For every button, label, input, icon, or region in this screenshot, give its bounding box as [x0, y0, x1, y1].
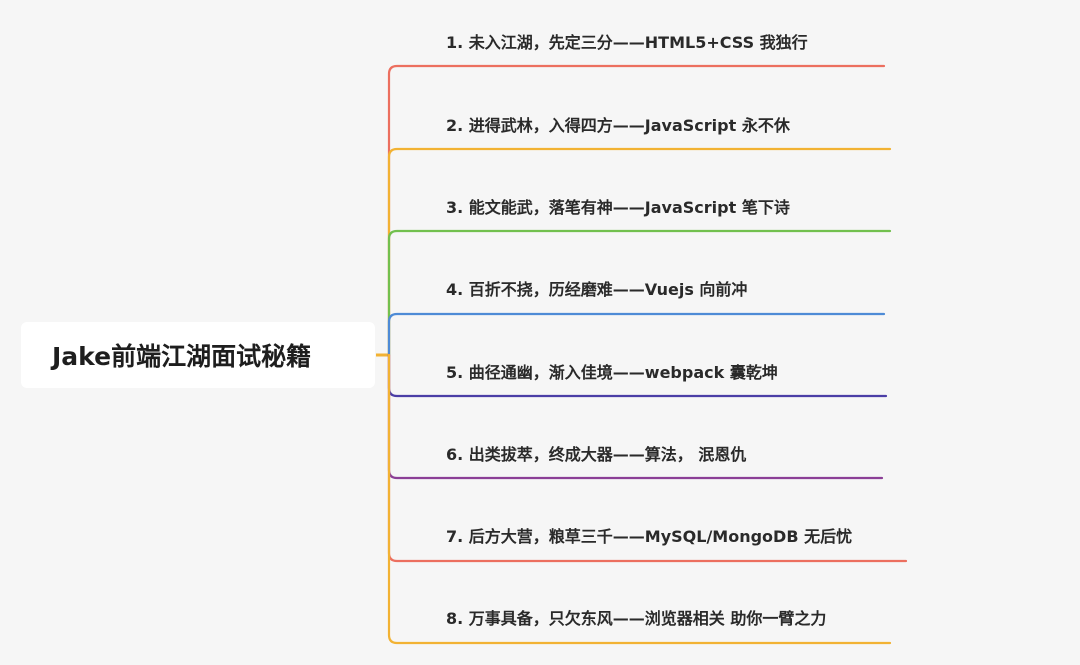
branch-label-5[interactable]: 5. 曲径通幽，渐入佳境——webpack 囊乾坤 [446, 363, 778, 382]
branch-connector-3 [387, 229, 892, 357]
branch-label-3[interactable]: 3. 能文能武，落笔有神——JavaScript 笔下诗 [446, 198, 790, 217]
branch-label-7[interactable]: 7. 后方大营，粮草三千——MySQL/MongoDB 无后忧 [446, 527, 853, 546]
branch-label-6[interactable]: 6. 出类拔萃，终成大器——算法， 泯恩仇 [446, 445, 747, 464]
branch-label-1[interactable]: 1. 未入江湖，先定三分——HTML5+CSS 我独行 [446, 33, 808, 52]
branch-connector-1 [387, 64, 886, 357]
branch-connector-4 [387, 312, 886, 357]
root-node[interactable]: Jake前端江湖面试秘籍 [21, 322, 375, 388]
branch-label-2[interactable]: 2. 进得武林，入得四方——JavaScript 永不休 [446, 116, 790, 135]
branch-connector-2 [387, 147, 892, 357]
branch-connector-8 [387, 353, 892, 645]
branch-label-4[interactable]: 4. 百折不挠，历经磨难——Vuejs 向前冲 [446, 280, 748, 299]
root-label: Jake前端江湖面试秘籍 [52, 342, 312, 371]
branch-label-8[interactable]: 8. 万事具备，只欠东风——浏览器相关 助你一臂之力 [446, 609, 827, 628]
